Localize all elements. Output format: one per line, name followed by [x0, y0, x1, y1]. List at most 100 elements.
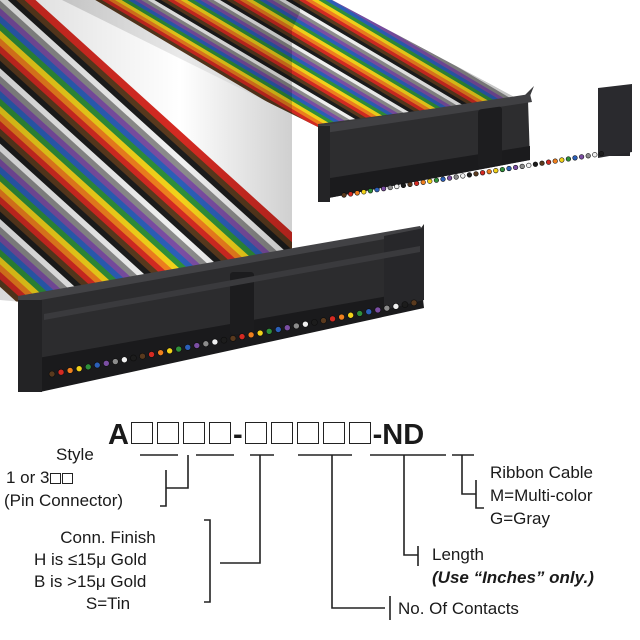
style-option: 1 or 3 [6, 467, 74, 489]
wire-end-dot [130, 354, 137, 362]
back-connector [318, 84, 632, 202]
wire-end-dot [356, 310, 364, 317]
wire-end-dot [367, 188, 374, 194]
wire-end-dot [112, 358, 119, 365]
wire-end-dot [238, 333, 246, 340]
wire-end-dot [211, 338, 219, 346]
wire-end-dot [274, 326, 282, 333]
wire-end-dot [57, 368, 65, 376]
code-box [130, 422, 153, 444]
wire-end-dot [440, 176, 446, 182]
wire-end-dot [220, 336, 228, 344]
wire-end-dot [348, 191, 354, 197]
wire-end-dot [407, 181, 413, 187]
wire-end-dot [394, 183, 400, 190]
wire-end-dot [572, 155, 578, 161]
part-number-leader-lines [140, 454, 484, 620]
wire-end-dot [506, 165, 512, 172]
wire-end-dot [381, 186, 387, 192]
wire-end-dot [311, 319, 318, 326]
contacts-title: No. Of Contacts [398, 599, 519, 618]
finish-option-h: H is ≤15μ Gold [34, 550, 147, 569]
wire-end-dot [453, 174, 459, 180]
wire-end-dot [361, 189, 367, 195]
wire-end-dot [148, 351, 155, 358]
code-box [348, 422, 371, 444]
wire-end-dot [293, 322, 300, 330]
wire-end-dot [166, 347, 173, 355]
wire-end-dot [84, 363, 92, 371]
wire-end-dot [578, 154, 585, 160]
wire-end-dot [66, 367, 74, 374]
wire-end-dot [338, 313, 345, 321]
code-box [208, 422, 231, 444]
wire-end-dot [341, 192, 347, 198]
length-note: (Use “Inches” only.) [432, 568, 594, 587]
wire-end-dot [139, 352, 146, 360]
wire-end-dot [387, 184, 393, 191]
code-box [296, 422, 319, 444]
ribbon-option-g: G=Gray [490, 509, 550, 528]
wire-end-dot [512, 164, 519, 171]
finish-option-b: B is >15μ Gold [34, 572, 147, 591]
wire-end-dot [414, 180, 420, 186]
ribbon-title: Ribbon Cable [490, 463, 594, 482]
wire-end-dot [598, 151, 605, 157]
wire-end-dot [480, 170, 486, 176]
part-number-template: A - -ND [108, 418, 424, 452]
wire-end-dot [460, 173, 466, 179]
wire-end-dot [93, 361, 101, 369]
style-option-box [50, 473, 62, 484]
wire-end-dot [392, 303, 400, 310]
wire-end-dot [121, 356, 128, 364]
back-connector-pin-row [341, 151, 605, 198]
wire-end-dot [493, 168, 499, 174]
wire-end-dot [175, 345, 182, 353]
wire-end-dot [552, 158, 558, 164]
wire-end-dot [48, 370, 56, 378]
wire-end-dot [184, 343, 192, 351]
part-number-group1-boxes [129, 418, 233, 452]
wire-end-dot [193, 342, 201, 349]
wire-end-dot [473, 171, 479, 177]
front-cable-shading [0, 0, 300, 302]
part-number-separator: - [232, 419, 243, 451]
wire-end-dot [400, 182, 407, 189]
code-box [156, 422, 179, 444]
wire-end-dot [365, 308, 373, 316]
wire-end-dot [592, 152, 598, 158]
ribbon-option-m: M=Multi-color [490, 486, 593, 505]
wire-end-dot [157, 349, 164, 356]
wire-end-dot [585, 153, 591, 159]
wire-end-dot [329, 315, 336, 323]
wire-end-dot [347, 311, 354, 319]
wire-end-dot [256, 329, 264, 337]
style-note: (Pin Connector) [4, 491, 124, 510]
wire-end-dot [103, 360, 110, 367]
part-number-prefix: A [108, 419, 129, 451]
wire-end-dot [420, 179, 426, 185]
wire-end-dot [374, 306, 382, 314]
wire-end-dot [302, 320, 309, 328]
wire-end-dot [374, 187, 380, 193]
code-box [244, 422, 267, 444]
wire-end-dot [499, 166, 506, 173]
wire-end-dot [247, 331, 255, 339]
wire-end-dot [75, 365, 83, 372]
wire-end-dot [202, 340, 210, 348]
wire-end-dot [229, 335, 237, 342]
wire-end-dot [486, 169, 492, 175]
wire-end-dot [539, 160, 545, 166]
wire-end-dot [283, 324, 291, 332]
wire-end-dot [526, 162, 532, 168]
part-number-group2-boxes [243, 418, 373, 452]
wire-end-dot [320, 317, 327, 324]
wire-end-dot [559, 157, 565, 163]
front-connector-pin-row [48, 299, 418, 378]
code-box [322, 422, 345, 444]
wire-end-dot [410, 299, 418, 307]
style-option-box [62, 473, 74, 484]
part-number-suffix: -ND [372, 419, 425, 451]
wire-end-dot [447, 175, 453, 181]
